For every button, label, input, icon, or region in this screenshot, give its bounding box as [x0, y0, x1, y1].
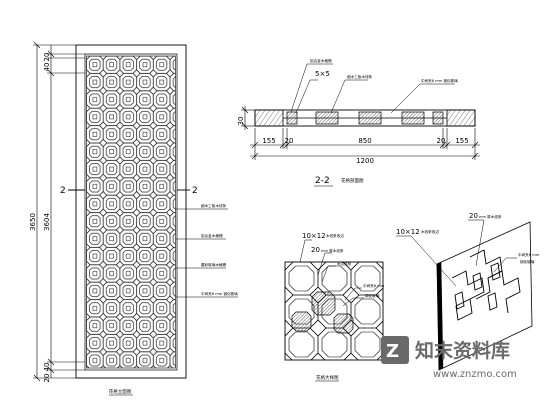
- section-horizontal-dims: [250, 128, 480, 160]
- watermark-brand: 知末资料库: [415, 339, 510, 362]
- section-dim-total: 1200: [356, 157, 374, 165]
- section-dim-right-edge: 155: [455, 137, 468, 145]
- dim-overall-height: 3650: [29, 213, 37, 231]
- detail-hatch-3: [333, 313, 354, 334]
- section-right-end: [446, 109, 476, 127]
- axon-note-4: mm 厚木线条: [479, 214, 502, 219]
- section-leaders: [290, 63, 455, 114]
- elevation-outer-frame: [75, 44, 187, 379]
- section-subtitle: 花格剖面图: [341, 177, 364, 184]
- detail-hatch-1: [311, 291, 336, 316]
- section-slat-5: [432, 111, 444, 125]
- elevation-note-3: 磨砂玻璃木格栅: [201, 262, 227, 267]
- section-note-2: 5×5: [315, 70, 330, 78]
- watermark-logo-box: [381, 336, 409, 364]
- detail-note-1: 10×12: [302, 232, 326, 240]
- detail-note-6: 中间夹8 mm: [363, 283, 385, 288]
- elevation-vertical-dimensions: [33, 41, 85, 382]
- section-slat-3: [358, 111, 382, 125]
- detail-note-4: mm 厚木线条: [321, 248, 344, 253]
- section-dim-left-gap: 20: [285, 137, 294, 145]
- section-dim-right-gap: 20: [437, 137, 446, 145]
- section-dim-left-edge: 155: [262, 137, 275, 145]
- watermark-url: www.znzmo.com: [433, 369, 517, 380]
- detail-hatch-2: [291, 311, 312, 332]
- elevation-leaders: [176, 208, 238, 298]
- section-left-end: [254, 109, 284, 127]
- section-view: 铝合金木格栅 5×5 细木工板木线条 中间夹8 mm 钢化玻璃 30: [237, 58, 480, 187]
- section-slat-1: [286, 111, 298, 125]
- section-mark-left: 2: [60, 186, 66, 196]
- detail-note-5: 木边线条: [337, 261, 352, 266]
- elevation-view: 3650 3604 20 40 40 20 2 2 细木工板木线条 铝合金木格栅…: [29, 41, 238, 396]
- axonometric-view: 10×12 木线条收边 20 mm 厚木线条 中间夹8 mm 钢化玻璃: [396, 212, 540, 371]
- section-note-3: 细木工板木线条: [347, 74, 373, 79]
- detail-leaders: [299, 239, 364, 307]
- dim-panel-height: 3604: [43, 213, 51, 231]
- section-thickness-dim: [241, 106, 255, 130]
- section-note-4: 中间夹8 mm 钢化玻璃: [421, 78, 458, 83]
- elevation-note-2: 铝合金木格栅: [201, 233, 223, 238]
- detail-note-2: 木线条收边: [326, 233, 344, 238]
- dim-top-strip: 20: [43, 53, 51, 62]
- elevation-caption: 花格立面图: [109, 388, 132, 395]
- dim-top-gap: 40: [43, 63, 51, 72]
- lattice-grid: [86, 55, 176, 369]
- detail-note-3: 20: [311, 246, 320, 254]
- axon-note-3: 20: [469, 212, 478, 220]
- axon-leaders: [396, 219, 517, 287]
- section-dim-middle: 850: [358, 137, 371, 145]
- elevation-inner-frame: [84, 53, 178, 371]
- detail-view: 10×12 木线条收边 20 mm 厚木线条 木边线条 中间夹8 mm 钢化玻璃…: [284, 232, 385, 382]
- dim-bottom-gap: 40: [43, 363, 51, 372]
- axon-panel-edge: [436, 261, 444, 371]
- section-note-1: 铝合金木格栅: [310, 58, 332, 63]
- axon-note-2: 木线条收边: [421, 229, 439, 234]
- section-mark-right: 2: [192, 186, 198, 196]
- axon-note-1: 10×12: [396, 228, 420, 236]
- elevation-note-1: 细木工板木线条: [201, 203, 227, 208]
- detail-caption: 花格大样图: [316, 374, 339, 381]
- section-slat-4: [401, 111, 425, 125]
- detail-note-7: 钢化玻璃: [365, 293, 380, 298]
- elevation-note-4: 中间夹8 mm 钢化玻璃: [201, 291, 238, 296]
- watermark-logo-mark: Z: [386, 341, 399, 362]
- section-title: 2-2: [315, 176, 330, 186]
- section-slat-2: [315, 111, 339, 125]
- axon-note-6: 钢化玻璃: [520, 259, 535, 264]
- dim-bottom-strip: 20: [43, 374, 51, 383]
- watermark: Z 知末资料库 www.znzmo.com: [381, 336, 517, 380]
- axon-note-5: 中间夹8 mm: [518, 252, 540, 257]
- section-dim-thickness: 30: [237, 117, 245, 126]
